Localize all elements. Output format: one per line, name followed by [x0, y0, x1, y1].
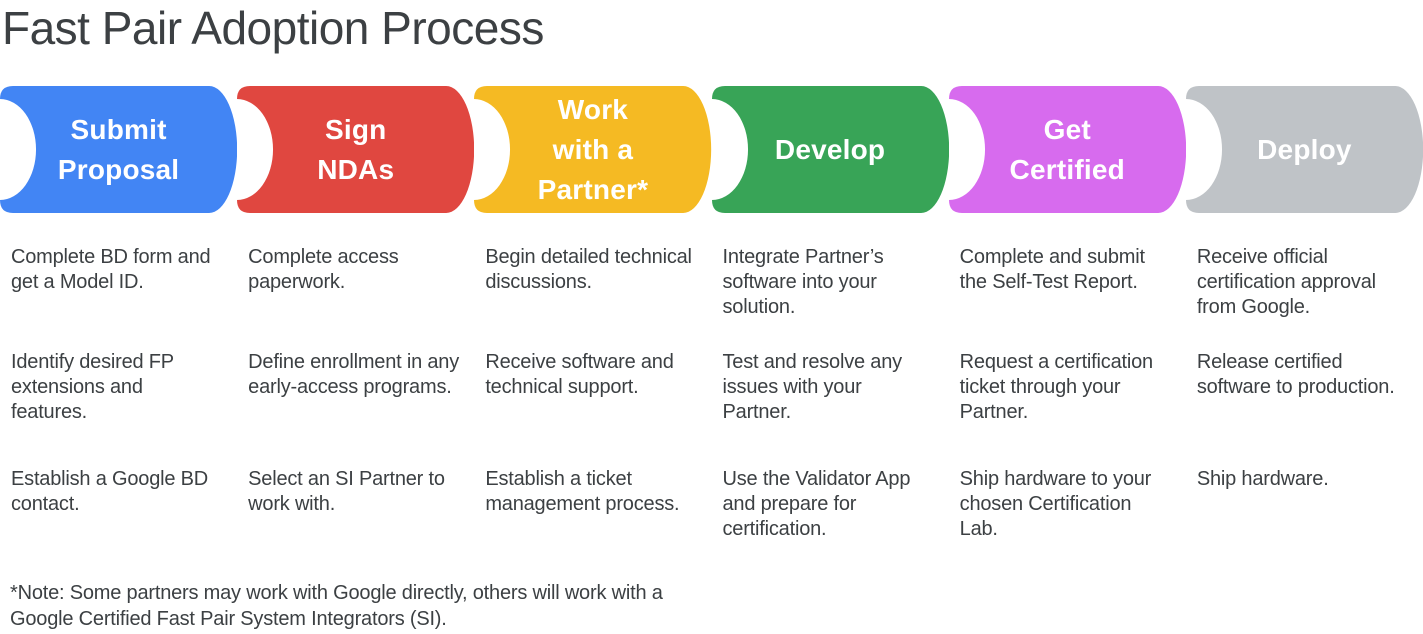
step-description: Complete access paperwork.: [248, 246, 399, 293]
step-label-line: Work: [557, 93, 629, 125]
step-label: Get Certified: [949, 86, 1186, 213]
step-shape: [0, 86, 238, 213]
step-description: Complete BD form and get a Model ID.: [11, 246, 211, 293]
step-sign-ndas: Sign NDAs: [237, 86, 475, 213]
step-description: Complete and submit the Self-Test Report…: [959, 246, 1145, 293]
step-description: Establish a Google BD contact.: [11, 468, 209, 515]
column-get-certified: Complete and submit the Self-Test Report…: [949, 245, 1186, 542]
step-label: Submit Proposal: [0, 86, 237, 213]
step-description: Ship hardware.: [1196, 468, 1329, 490]
page-title: Fast Pair Adoption Process: [2, 2, 544, 54]
step-label-line: with a: [552, 133, 634, 165]
step-label-line: Proposal: [57, 153, 180, 185]
step-description: Release certified software to production…: [1196, 351, 1395, 398]
step-label: Sign NDAs: [237, 86, 474, 213]
column-work-with-partner: Begin detailed technical discussions. Re…: [474, 245, 711, 542]
step-label-line: Deploy: [1257, 133, 1352, 165]
step-label-line: Partner*: [537, 173, 649, 205]
step-label-line: NDAs: [317, 153, 395, 185]
step-work-with-partner: Work with a Partner*: [474, 86, 712, 213]
chevron-shape: [948, 86, 1186, 213]
step-shape: [237, 86, 475, 213]
step-description: Integrate Partner’s software into your s…: [722, 246, 884, 318]
step-description: Define enrollment in any early-access pr…: [248, 351, 460, 398]
column-submit-proposal: Complete BD form and get a Model ID. Ide…: [0, 245, 237, 542]
step-label: Develop: [712, 86, 949, 213]
step-description: Test and resolve any issues with your Pa…: [722, 351, 903, 423]
step-label: Deploy: [1186, 86, 1423, 213]
step-description: Request a certification ticket through y…: [959, 351, 1153, 423]
step-description: Receive official certification approval …: [1196, 246, 1376, 318]
step-label-line: Submit: [70, 113, 167, 145]
chevron-shape: [711, 86, 949, 213]
chevron-shape: [474, 86, 712, 213]
step-shape: [474, 86, 712, 213]
step-submit-proposal: Submit Proposal: [0, 86, 238, 213]
step-label-line: Get: [1043, 113, 1091, 145]
step-descriptions: Complete BD form and get a Model ID. Ide…: [0, 245, 1423, 542]
step-label: Work with a Partner*: [474, 86, 711, 213]
step-deploy: Deploy: [1185, 86, 1423, 213]
step-description: Select an SI Partner to work with.: [248, 468, 445, 515]
chevron-shape: [237, 86, 475, 213]
step-description: Establish a ticket management process.: [485, 468, 680, 515]
step-description: Begin detailed technical discussions.: [485, 246, 692, 293]
step-label-line: Sign: [325, 113, 387, 145]
step-description: Ship hardware to your chosen Certificati…: [959, 468, 1152, 540]
step-label-line: Certified: [1009, 153, 1125, 185]
step-get-certified: Get Certified: [948, 86, 1186, 213]
step-description: Identify desired FP extensions and featu…: [11, 351, 174, 423]
step-description: Receive software and technical support.: [485, 351, 674, 398]
footnote: *Note: Some partners may work with Googl…: [10, 582, 663, 630]
column-deploy: Receive official certification approval …: [1186, 245, 1423, 542]
step-shape: [711, 86, 949, 213]
chevron-shape: [0, 86, 238, 213]
step-develop: Develop: [711, 86, 949, 213]
step-label-line: Develop: [774, 133, 886, 165]
chevron-shape: [1185, 86, 1423, 213]
column-develop: Integrate Partner’s software into your s…: [712, 245, 949, 542]
column-sign-ndas: Complete access paperwork. Define enroll…: [237, 245, 474, 542]
step-description: Use the Validator App and prepare for ce…: [722, 468, 911, 540]
process-band: Submit Proposal Sign NDAs Work with a: [0, 86, 1423, 213]
step-shape: [1185, 86, 1423, 213]
step-shape: [948, 86, 1186, 213]
